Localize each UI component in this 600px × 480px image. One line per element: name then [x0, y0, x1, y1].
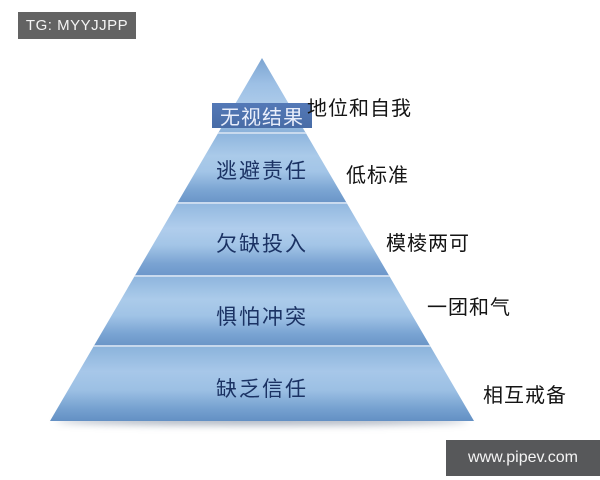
website-watermark-text: www.pipev.com	[468, 449, 578, 466]
telegram-watermark-text: TG: MYYJJPP	[25, 17, 129, 34]
website-watermark-badge: www.pipev.com	[446, 440, 600, 476]
side-label-level-4: 一团和气	[427, 297, 511, 319]
side-label-level-2: 低标准	[346, 165, 409, 187]
pyramid-level-5-shape	[50, 345, 474, 421]
pyramid-level-2-label: 逃避责任	[216, 159, 308, 183]
side-label-level-1: 地位和自我	[307, 98, 412, 120]
pyramid-level-1-label: 无视结果	[220, 107, 304, 129]
telegram-watermark-badge: TG: MYYJJPP	[18, 12, 136, 39]
pyramid-level-5-label: 缺乏信任	[216, 377, 308, 401]
pyramid-level-1-band: 无视结果	[212, 103, 312, 129]
pyramid-level-3-label: 欠缺投入	[216, 232, 308, 256]
side-label-level-3: 模棱两可	[386, 233, 470, 255]
pyramid-level-4-label: 惧怕冲突	[216, 305, 308, 329]
side-label-level-5: 相互戒备	[483, 385, 567, 407]
